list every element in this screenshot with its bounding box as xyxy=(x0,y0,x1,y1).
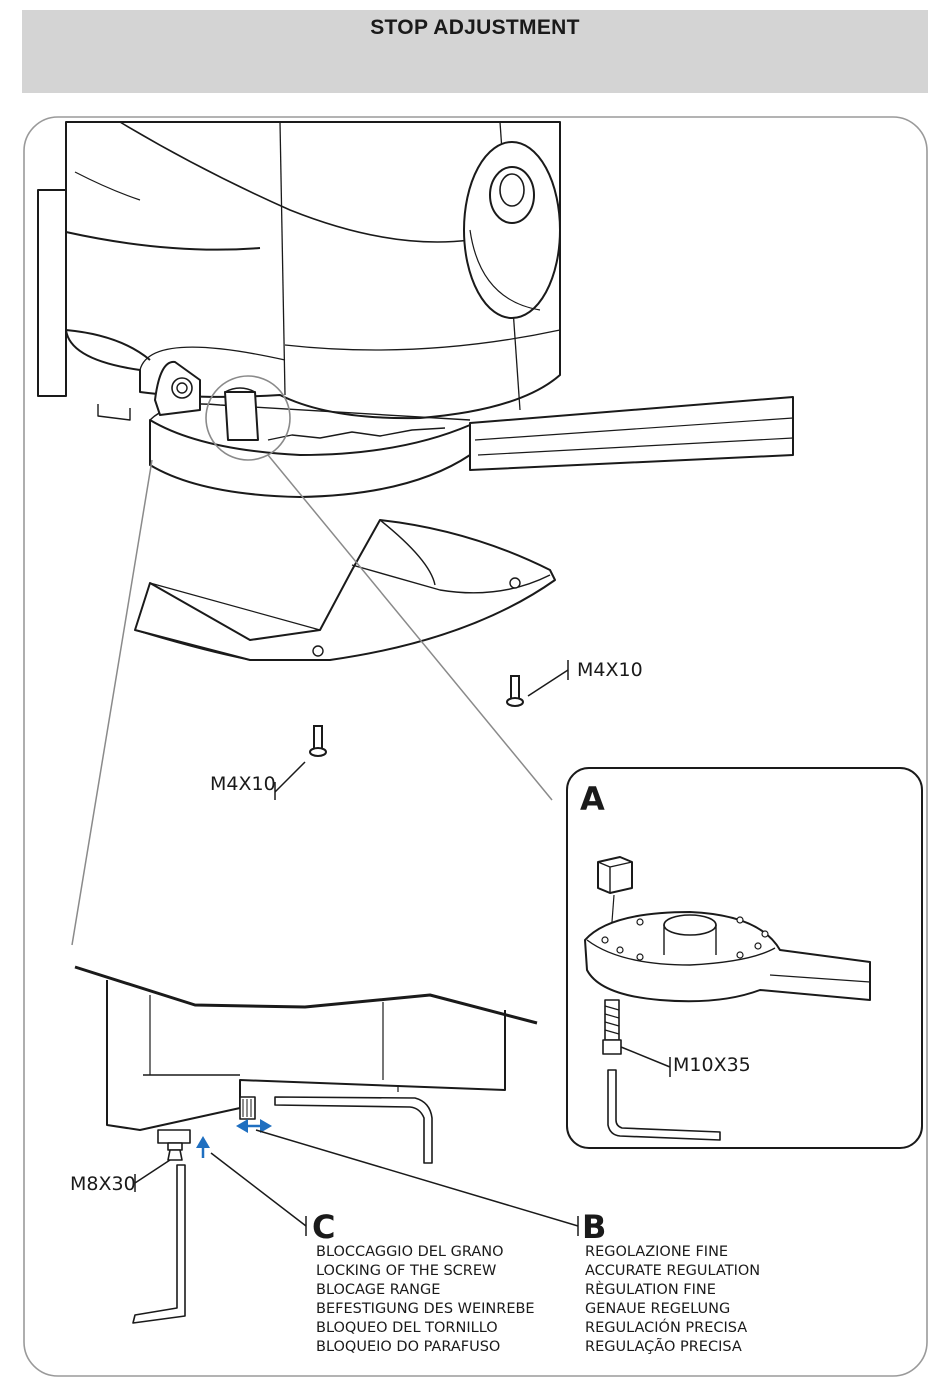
description-b-line: RÈGULATION FINE xyxy=(585,1282,716,1298)
page-title: STOP ADJUSTMENT xyxy=(370,16,580,39)
detail-letter-a: A xyxy=(580,780,605,818)
description-c-line: BLOCCAGGIO DEL GRANO xyxy=(316,1244,504,1260)
description-c-line: BLOQUEO DEL TORNILLO xyxy=(316,1320,498,1336)
description-c: BLOCCAGGIO DEL GRANO LOCKING OF THE SCRE… xyxy=(316,1243,535,1357)
projection-lines xyxy=(71,454,553,946)
description-c-line: BEFESTIGUNG DES WEINREBE xyxy=(316,1301,535,1317)
part-label-m4-left: M4X10 xyxy=(210,773,276,795)
leader-m10 xyxy=(620,1046,671,1077)
base-plate-and-arm xyxy=(97,360,794,498)
part-label-m4-right: M4X10 xyxy=(577,659,643,681)
detail-a-parts xyxy=(584,856,871,1141)
blue-arrows xyxy=(196,1119,272,1158)
description-b-line: REGULACIÓN PRECISA xyxy=(585,1320,748,1336)
description-c-line: LOCKING OF THE SCREW xyxy=(316,1263,497,1279)
screw-m4-left xyxy=(309,725,327,757)
detail-letter-b: B xyxy=(582,1208,607,1246)
detail-circle xyxy=(205,375,291,461)
leader-lines xyxy=(274,660,569,800)
description-b-line: REGULAÇÃO PRECISA xyxy=(585,1339,742,1355)
outer-frame xyxy=(23,116,928,1377)
screw-m4-right xyxy=(506,675,524,707)
part-label-m10: M10X35 xyxy=(673,1054,751,1076)
section-view xyxy=(74,965,538,1324)
gearmotor-body xyxy=(37,121,561,420)
description-b-line: REGOLAZIONE FINE xyxy=(585,1244,729,1260)
part-label-m8: M8X30 xyxy=(70,1173,136,1195)
description-c-line: BLOQUEIO DO PARAFUSO xyxy=(316,1339,501,1355)
description-b: REGOLAZIONE FINE ACCURATE REGULATION RÈG… xyxy=(585,1243,760,1357)
leader-bc xyxy=(134,1129,579,1236)
description-b-line: GENAUE REGELUNG xyxy=(585,1301,731,1317)
header-band: STOP ADJUSTMENT xyxy=(22,10,928,93)
cover xyxy=(134,519,556,661)
description-b-line: ACCURATE REGULATION xyxy=(585,1263,761,1279)
description-c-line: BLOCAGE RANGE xyxy=(316,1282,441,1298)
detail-letter-c: C xyxy=(312,1208,336,1246)
